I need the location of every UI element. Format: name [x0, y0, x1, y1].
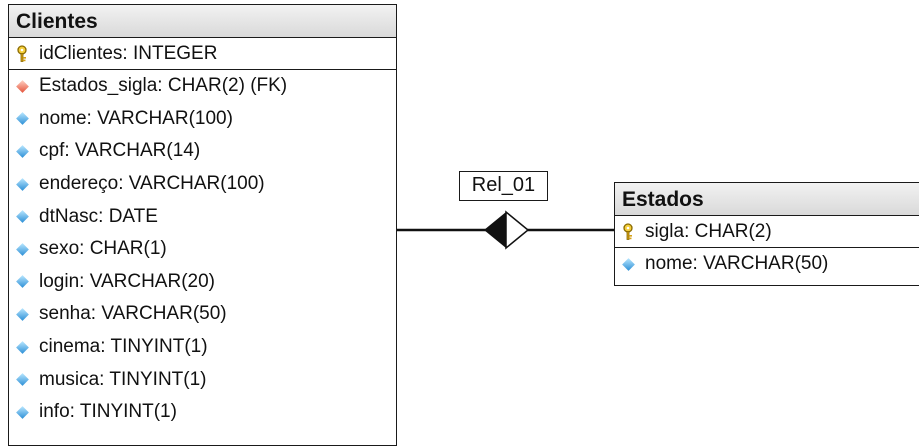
attribute-row[interactable]: login: VARCHAR(20)	[9, 266, 396, 299]
attribute-label: sigla: CHAR(2)	[645, 220, 772, 242]
attribute-label: nome: VARCHAR(100)	[39, 107, 233, 129]
attribute-row[interactable]: info: TINYINT(1)	[9, 396, 396, 429]
attribute-section: nome: VARCHAR(50)	[615, 248, 919, 281]
attribute-row[interactable]: cinema: TINYINT(1)	[9, 331, 396, 364]
attribute-label: dtNasc: DATE	[39, 205, 158, 227]
entity-clientes[interactable]: Clientes idClientes: INTEGER Estados_sig…	[8, 4, 397, 446]
entity-estados[interactable]: Estados sigla: CHAR(2) nome: VARCHAR(50)	[614, 182, 919, 286]
attribute-row[interactable]: cpf: VARCHAR(14)	[9, 135, 396, 168]
entity-title: Clientes	[9, 5, 396, 38]
attribute-label: info: TINYINT(1)	[39, 401, 177, 423]
attribute-label: nome: VARCHAR(50)	[645, 253, 829, 275]
attribute-row[interactable]: nome: VARCHAR(50)	[615, 248, 919, 281]
attribute-section: Estados_sigla: CHAR(2) (FK) nome: VARCHA…	[9, 70, 396, 429]
attribute-row[interactable]: sexo: CHAR(1)	[9, 233, 396, 266]
attribute-label: idClientes: INTEGER	[39, 42, 218, 64]
attribute-row[interactable]: endereço: VARCHAR(100)	[9, 168, 396, 201]
relationship-diamond-filled-half	[484, 212, 506, 248]
key-icon	[620, 222, 636, 241]
relationship-label[interactable]: Rel_01	[459, 171, 548, 201]
attribute-row[interactable]: idClientes: INTEGER	[9, 38, 396, 69]
attribute-label: musica: TINYINT(1)	[39, 368, 207, 390]
attribute-row[interactable]: sigla: CHAR(2)	[615, 216, 919, 247]
attribute-label: login: VARCHAR(20)	[39, 270, 215, 292]
attribute-label: cpf: VARCHAR(14)	[39, 140, 201, 162]
attribute-label: endereço: VARCHAR(100)	[39, 173, 265, 195]
blue-diamond-icon	[620, 255, 636, 273]
attribute-label: cinema: TINYINT(1)	[39, 336, 208, 358]
primary-key-section: idClientes: INTEGER	[9, 38, 396, 70]
attribute-label: senha: VARCHAR(50)	[39, 303, 227, 325]
attribute-row[interactable]: senha: VARCHAR(50)	[9, 298, 396, 331]
attribute-row[interactable]: nome: VARCHAR(100)	[9, 103, 396, 136]
attribute-label: Estados_sigla: CHAR(2) (FK)	[39, 75, 288, 97]
primary-key-section: sigla: CHAR(2)	[615, 216, 919, 248]
entity-title: Estados	[615, 183, 919, 216]
attribute-label: sexo: CHAR(1)	[39, 238, 167, 260]
attribute-row[interactable]: Estados_sigla: CHAR(2) (FK)	[9, 70, 396, 103]
relationship-diamond-open-half	[505, 210, 530, 250]
key-icon	[14, 44, 30, 63]
attribute-row[interactable]: dtNasc: DATE	[9, 200, 396, 233]
attribute-row[interactable]: musica: TINYINT(1)	[9, 363, 396, 396]
